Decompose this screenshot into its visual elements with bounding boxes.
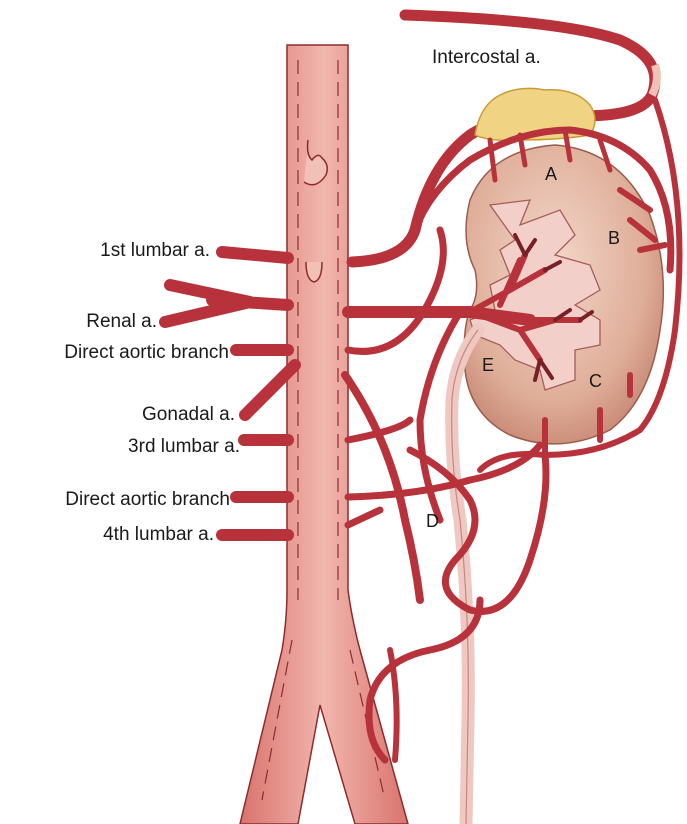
label-third-lumbar-artery: 3rd lumbar a. <box>128 436 240 457</box>
label-fourth-lumbar-artery: 4th lumbar a. <box>103 524 214 545</box>
label-direct-aortic-branch-2: Direct aortic branch <box>65 489 230 510</box>
renal-artery-left <box>165 285 288 322</box>
marker-a: A <box>545 164 557 184</box>
label-gonadal-artery: Gonadal a. <box>142 404 235 425</box>
marker-b: B <box>608 228 620 248</box>
label-direct-aortic-branch-1: Direct aortic branch <box>64 342 229 363</box>
gonadal-artery-right <box>345 375 420 600</box>
fourth-lumbar-artery-right <box>348 510 380 525</box>
marker-d: D <box>426 511 439 531</box>
first-lumbar-artery <box>222 252 288 258</box>
marker-c: C <box>589 371 602 391</box>
marker-e: E <box>482 355 494 375</box>
renal-artery-right <box>348 312 530 320</box>
label-renal-artery: Renal a. <box>86 311 157 332</box>
label-intercostal-artery: Intercostal a. <box>432 47 541 68</box>
label-first-lumbar-artery: 1st lumbar a. <box>100 240 210 261</box>
iliac-branch <box>390 650 397 760</box>
